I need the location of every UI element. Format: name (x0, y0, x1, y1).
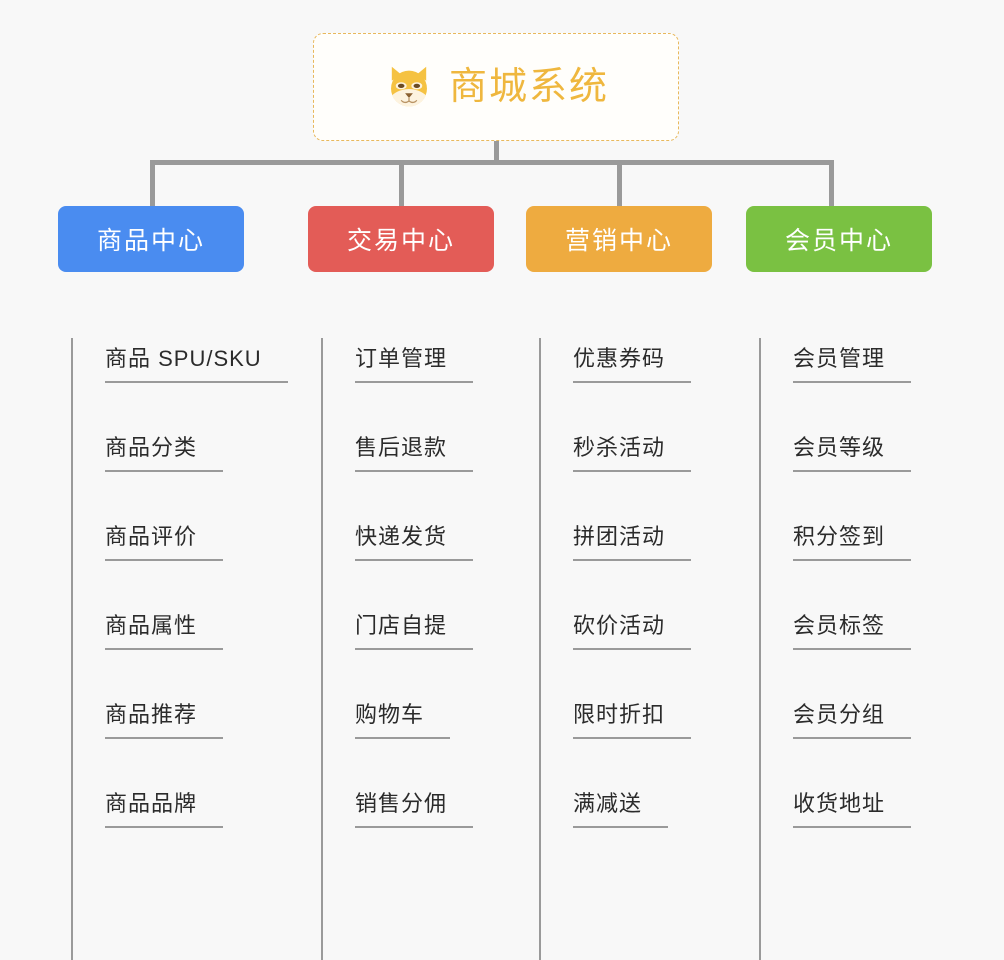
connector-drop-2 (399, 160, 404, 210)
leaf-label: 订单管理 (355, 346, 474, 383)
leaf-label: 购物车 (355, 702, 451, 739)
connector-drop-3 (617, 160, 622, 210)
leaf-label: 商品 SPU/SKU (105, 346, 288, 383)
connector-drop-1 (150, 160, 155, 210)
list-item[interactable]: 购物车 (308, 650, 494, 739)
list-item[interactable]: 商品推荐 (58, 650, 244, 739)
branch-spine-3 (539, 338, 541, 960)
branch-spine-2 (321, 338, 323, 960)
list-item[interactable]: 会员标签 (746, 561, 932, 650)
branch-header-label-1: 商品中心 (96, 227, 205, 255)
list-item[interactable]: 快递发货 (308, 472, 494, 561)
list-item[interactable]: 商品品牌 (58, 739, 244, 828)
leaf-label: 积分签到 (793, 524, 912, 561)
leaf-label: 商品分类 (105, 435, 224, 472)
leaf-label: 优惠券码 (573, 346, 692, 383)
leaf-label: 收货地址 (793, 791, 912, 828)
leaf-label: 满减送 (573, 791, 669, 828)
leaf-label: 快递发货 (355, 524, 474, 561)
leaf-label: 商品评价 (105, 524, 224, 561)
list-item[interactable]: 门店自提 (308, 561, 494, 650)
branch-header-1[interactable]: 商品中心 (58, 206, 244, 272)
list-item[interactable]: 限时折扣 (526, 650, 712, 739)
leaf-label: 销售分佣 (355, 791, 474, 828)
branch-column-4: 会员中心 会员管理 会员等级 积分签到 会员标签 会员分组 收货地址 (746, 206, 932, 960)
list-item[interactable]: 商品评价 (58, 472, 244, 561)
leaf-label: 商品属性 (105, 613, 224, 650)
leaf-label: 会员等级 (793, 435, 912, 472)
list-item[interactable]: 订单管理 (308, 294, 494, 383)
branch-column-3: 营销中心 优惠券码 秒杀活动 拼团活动 砍价活动 限时折扣 满减送 (526, 206, 712, 960)
list-item[interactable]: 积分签到 (746, 472, 932, 561)
list-item[interactable]: 销售分佣 (308, 739, 494, 828)
branch-header-4[interactable]: 会员中心 (746, 206, 932, 272)
branch-header-label-4: 会员中心 (784, 227, 893, 255)
root-node-shop-system[interactable]: 商城系统 (313, 33, 679, 141)
branch-body-4: 会员管理 会员等级 积分签到 会员标签 会员分组 收货地址 (746, 272, 932, 960)
list-item[interactable]: 售后退款 (308, 383, 494, 472)
list-item[interactable]: 秒杀活动 (526, 383, 712, 472)
connector-root-stem (494, 141, 499, 163)
list-item[interactable]: 满减送 (526, 739, 712, 828)
list-item[interactable]: 商品分类 (58, 383, 244, 472)
list-item[interactable]: 拼团活动 (526, 472, 712, 561)
list-item[interactable]: 会员等级 (746, 383, 932, 472)
leaf-label: 砍价活动 (573, 613, 692, 650)
shiba-dog-face-icon (391, 66, 427, 107)
leaf-label: 售后退款 (355, 435, 474, 472)
leaf-label: 商品品牌 (105, 791, 224, 828)
connector-drop-4 (829, 160, 834, 210)
branch-column-1: 商品中心 商品 SPU/SKU 商品分类 商品评价 商品属性 商品推荐 商品品牌 (58, 206, 288, 960)
list-item[interactable]: 会员管理 (746, 294, 932, 383)
leaf-label: 会员标签 (793, 613, 912, 650)
leaf-label: 秒杀活动 (573, 435, 692, 472)
leaf-label: 门店自提 (355, 613, 474, 650)
branch-header-3[interactable]: 营销中心 (526, 206, 712, 272)
branch-spine-4 (759, 338, 761, 960)
list-item[interactable]: 商品 SPU/SKU (58, 294, 288, 383)
branch-spine-1 (71, 338, 73, 960)
list-item[interactable]: 砍价活动 (526, 561, 712, 650)
list-item[interactable]: 优惠券码 (526, 294, 712, 383)
branch-header-2[interactable]: 交易中心 (308, 206, 494, 272)
connector-horizontal-bus (150, 160, 834, 165)
list-item[interactable]: 收货地址 (746, 739, 932, 828)
leaf-label: 会员分组 (793, 702, 912, 739)
list-item[interactable]: 会员分组 (746, 650, 932, 739)
mindmap-diagram: 商城系统 商品中心 商品 SPU/SKU 商品分类 商品评价 商品属性 商品推荐… (58, 33, 932, 960)
list-item[interactable]: 商品属性 (58, 561, 244, 650)
leaf-label: 商品推荐 (105, 702, 224, 739)
leaf-label: 拼团活动 (573, 524, 692, 561)
branch-header-label-2: 交易中心 (346, 227, 455, 255)
branch-header-label-3: 营销中心 (564, 227, 673, 255)
branch-body-2: 订单管理 售后退款 快递发货 门店自提 购物车 销售分佣 (308, 272, 494, 960)
leaf-label: 会员管理 (793, 346, 912, 383)
branch-column-2: 交易中心 订单管理 售后退款 快递发货 门店自提 购物车 销售分佣 (308, 206, 494, 960)
branch-body-1: 商品 SPU/SKU 商品分类 商品评价 商品属性 商品推荐 商品品牌 (58, 272, 288, 960)
root-node-title: 商城系统 (448, 66, 609, 108)
branch-body-3: 优惠券码 秒杀活动 拼团活动 砍价活动 限时折扣 满减送 (526, 272, 712, 960)
leaf-label: 限时折扣 (573, 702, 692, 739)
